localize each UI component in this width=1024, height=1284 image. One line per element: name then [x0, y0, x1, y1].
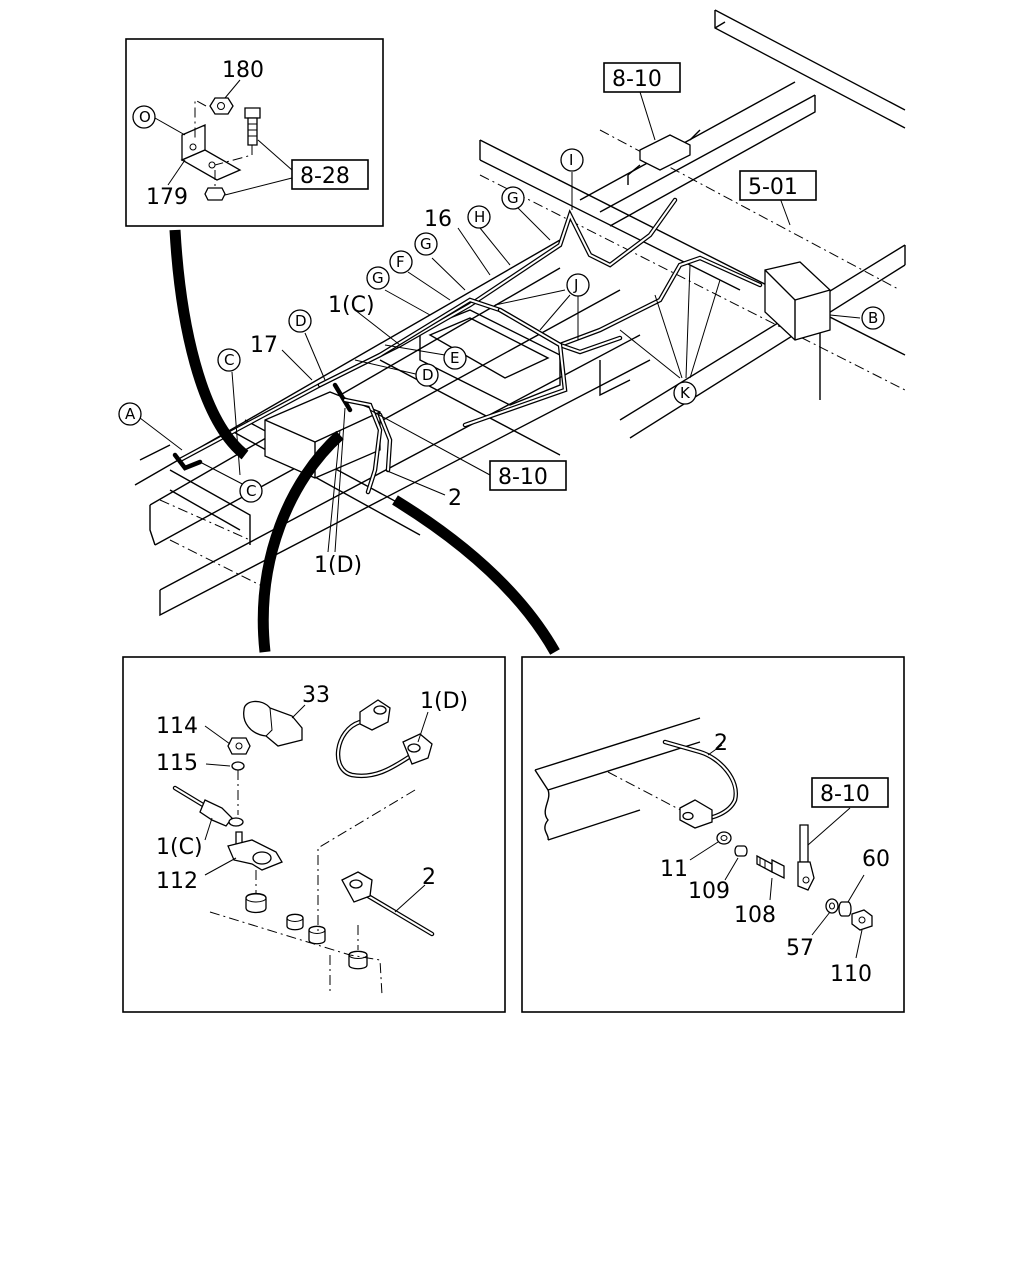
label-115: 115	[156, 751, 198, 776]
svg-text:G: G	[372, 269, 384, 287]
callout-B: B	[861, 306, 885, 330]
callout-E: E	[443, 346, 467, 370]
ref-8-10-mid: 8-10	[498, 465, 548, 490]
svg-text:C: C	[224, 351, 234, 369]
svg-text:E: E	[450, 349, 459, 367]
ref-8-28: 8-28	[300, 164, 350, 189]
label-60: 60	[862, 847, 890, 872]
detail-panel-battery-terminal: 33 114 115 1(C) 112	[122, 656, 506, 1013]
chassis-frame	[134, 9, 906, 617]
ref-box-8-10-mid	[489, 460, 567, 491]
svg-text:D: D	[295, 312, 307, 330]
callout-G-left: G	[366, 266, 390, 290]
wiring-harness	[172, 197, 763, 495]
label-16: 16	[424, 207, 452, 232]
svg-text:B: B	[868, 309, 878, 327]
ref-8-10-detail: 8-10	[820, 782, 870, 807]
callout-D-lower: D	[415, 363, 439, 387]
svg-text:K: K	[680, 384, 691, 402]
svg-text:H: H	[474, 208, 485, 226]
label-110: 110	[830, 962, 872, 987]
leader-lines	[139, 91, 861, 553]
callout-D-upper: D	[288, 309, 312, 333]
svg-text:G: G	[507, 189, 519, 207]
callout-F: F	[389, 250, 413, 274]
callout-O: O	[132, 105, 156, 129]
label-114: 114	[156, 714, 198, 739]
ref-box-8-10-detail	[811, 777, 889, 808]
callout-J: J	[566, 273, 590, 297]
pointer-to-right-panel	[392, 495, 560, 655]
label-17: 17	[250, 333, 278, 358]
label-1d-detail: 1(D)	[420, 689, 468, 714]
svg-text:D: D	[422, 366, 434, 384]
ref-box-8-28	[291, 159, 369, 190]
ref-8-10-top: 8-10	[612, 67, 662, 92]
label-1c: 1(C)	[328, 293, 375, 318]
svg-text:I: I	[569, 151, 573, 169]
svg-text:O: O	[139, 108, 151, 126]
label-112: 112	[156, 869, 198, 894]
label-1c-detail: 1(C)	[156, 835, 203, 860]
main-labels: 16 17 1(C) 1(D) 2 8-10 5-01 8-10 A C C D	[118, 62, 885, 578]
callout-H: H	[467, 205, 491, 229]
detail-panel-ground-connection: 2 11 109 108 8-10 60 57 110	[521, 656, 905, 1013]
ref-5-01: 5-01	[748, 175, 798, 200]
callout-G-mid: G	[414, 232, 438, 256]
svg-text:A: A	[125, 405, 136, 423]
callout-I: I	[560, 148, 584, 172]
label-2: 2	[448, 486, 462, 511]
detail-panel-bracket: O 180 179 8-28	[125, 38, 384, 227]
svg-text:G: G	[420, 235, 432, 253]
label-179: 179	[146, 185, 188, 210]
callout-A: A	[118, 402, 142, 426]
label-57: 57	[786, 936, 814, 961]
label-2-detail-left: 2	[422, 865, 436, 890]
callout-K: K	[673, 381, 697, 405]
callout-G-right: G	[501, 186, 525, 210]
callout-C-upper: C	[217, 348, 241, 372]
svg-text:J: J	[573, 276, 578, 294]
pointer-to-left-panel	[257, 430, 344, 653]
ref-box-8-10-top	[603, 62, 681, 93]
svg-text:F: F	[396, 253, 405, 271]
pointer-left	[169, 229, 249, 460]
label-2-detail-right: 2	[714, 731, 728, 756]
label-180: 180	[222, 58, 264, 83]
label-109: 109	[688, 879, 730, 904]
ref-box-5-01	[739, 170, 817, 201]
label-108: 108	[734, 903, 776, 928]
svg-text:C: C	[246, 482, 256, 500]
label-1d: 1(D)	[314, 553, 362, 578]
label-11: 11	[660, 857, 688, 882]
label-33: 33	[302, 683, 330, 708]
callout-C-lower: C	[239, 479, 263, 503]
